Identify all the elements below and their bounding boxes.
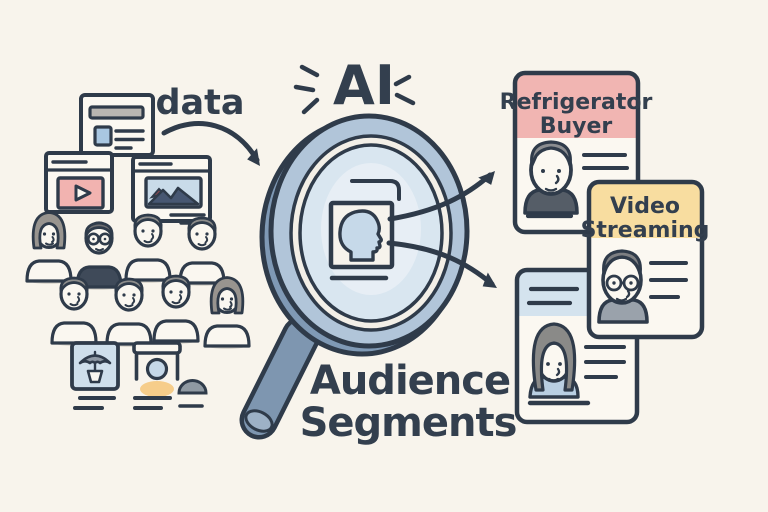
person-icon xyxy=(105,277,153,349)
card-title-line2: Buyer xyxy=(540,114,613,139)
data-arrow xyxy=(161,121,266,170)
person-icon xyxy=(203,275,251,351)
mound-icon xyxy=(177,379,208,408)
ai-sparkles xyxy=(293,64,416,115)
output-arrows xyxy=(386,166,501,295)
person-icon xyxy=(178,216,226,288)
segment-card-video: Video Streaming xyxy=(581,179,710,340)
card-title-line1: Video xyxy=(610,194,680,219)
user-avatar-card-icon xyxy=(132,341,182,410)
audience-segments-label-line2: Segments xyxy=(300,400,517,446)
data-label: data xyxy=(155,83,244,123)
image-page-icon xyxy=(131,155,212,225)
portrait-woman-icon xyxy=(528,322,580,399)
people-crowd-group xyxy=(25,210,251,351)
content-cards-group xyxy=(70,341,208,410)
person-icon xyxy=(152,274,200,346)
audience-segments-label-line1: Audience xyxy=(310,358,510,404)
person-icon xyxy=(25,210,73,286)
video-page-icon xyxy=(44,151,114,214)
article-document-icon xyxy=(79,93,155,157)
portrait-man-glasses-icon xyxy=(597,249,649,324)
ai-label: AI xyxy=(333,54,395,117)
segment-card-profile xyxy=(514,267,640,425)
portrait-man-icon xyxy=(523,140,579,215)
umbrella-photo-card-icon xyxy=(70,341,120,410)
card-title-line2: Streaming xyxy=(581,218,710,243)
magnifying-glass-icon xyxy=(239,113,470,440)
data-sources-group xyxy=(44,93,212,225)
play-icon xyxy=(74,184,92,202)
head-profile-icon xyxy=(338,209,383,262)
profile-photo-frame-icon xyxy=(328,179,401,281)
card-title-line1: Refrigerator xyxy=(500,90,653,115)
person-icon xyxy=(124,213,172,285)
